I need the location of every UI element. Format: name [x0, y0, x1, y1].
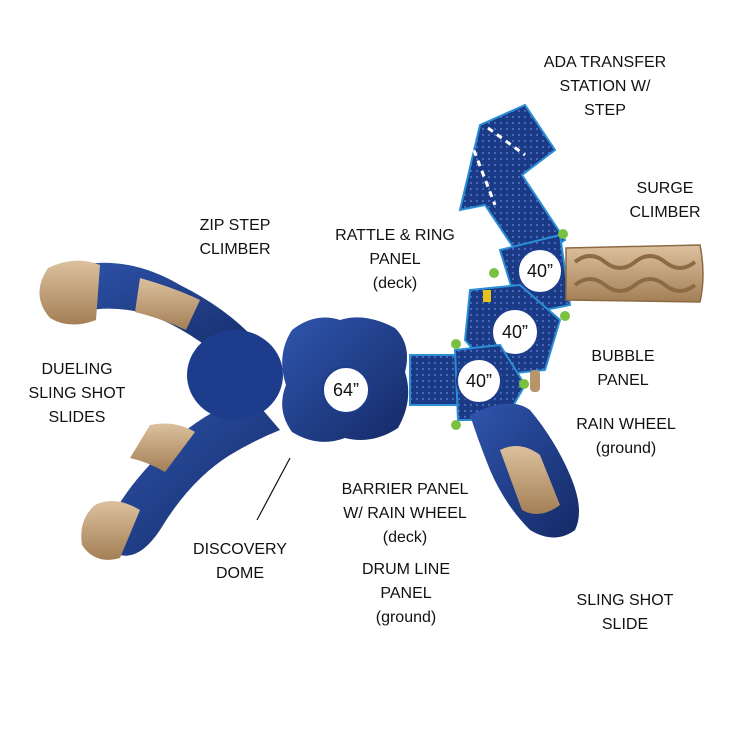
slide-hub — [187, 330, 283, 420]
label-zip-step-climber: ZIP STEP CLIMBER — [199, 217, 271, 258]
dueling-slides-graphic — [39, 260, 283, 560]
label-rattle-ring-panel: RATTLE & RING PANEL (deck) — [335, 227, 455, 292]
middle-deck-height: 40” — [502, 322, 528, 342]
label-sling-shot-slide: SLING SHOT SLIDE — [576, 592, 674, 633]
label-surge-climber: SURGE CLIMBER — [629, 180, 701, 221]
rain-wheel-ground-graphic — [530, 370, 540, 392]
right-tower-graphic: 40” 40” 40” — [451, 103, 572, 430]
right-slide-tan — [500, 446, 560, 514]
transfer-step-edge — [468, 139, 497, 206]
surge-climber — [565, 244, 704, 303]
transfer-step-edge-2 — [487, 126, 526, 157]
surge-climber-waves — [573, 254, 697, 293]
clamp — [558, 229, 568, 239]
surge-climber-graphic — [565, 244, 704, 303]
middle-deck-badge — [491, 308, 539, 356]
label-barrier-panel: BARRIER PANEL W/ RAIN WHEEL (deck) — [341, 481, 469, 546]
sling-shot-slide-graphic — [470, 370, 579, 538]
lower-deck-badge — [456, 358, 502, 404]
clamp — [519, 379, 529, 389]
label-rain-wheel-ground: RAIN WHEEL (ground) — [576, 416, 676, 457]
label-dueling-slides: DUELING SLING SHOT SLIDES — [28, 361, 126, 426]
bubble-panel-accent — [483, 290, 491, 302]
clamp — [560, 311, 570, 321]
ada-transfer-station — [458, 103, 567, 267]
label-ada-transfer-station: ADA TRANSFER STATION W/ STEP — [543, 54, 667, 119]
lower-slide-tan-top — [130, 423, 195, 472]
bridge-walkway — [409, 354, 461, 406]
upper-deck-height: 40” — [527, 261, 553, 281]
lower-slide-tan-end — [81, 501, 140, 560]
clamp — [451, 420, 461, 430]
main-deck-badge — [322, 366, 370, 414]
discovery-dome-pointer — [256, 457, 291, 521]
clamp — [451, 339, 461, 349]
upper-slide-tan-top — [39, 260, 100, 325]
upper-slide-tan-mid — [135, 278, 200, 330]
main-deck-height: 64” — [333, 380, 359, 400]
upper-deck-badge — [517, 248, 563, 294]
clamp — [489, 268, 499, 278]
main-deck-graphic: 64” — [282, 317, 409, 442]
green-clamps — [451, 229, 570, 430]
label-discovery-dome: DISCOVERY DOME — [193, 541, 287, 582]
label-bubble-panel: BUBBLE PANEL — [591, 348, 655, 389]
label-drum-line-panel: DRUM LINE PANEL (ground) — [361, 561, 450, 626]
lower-slide — [106, 395, 281, 556]
lower-deck-height: 40” — [466, 371, 492, 391]
